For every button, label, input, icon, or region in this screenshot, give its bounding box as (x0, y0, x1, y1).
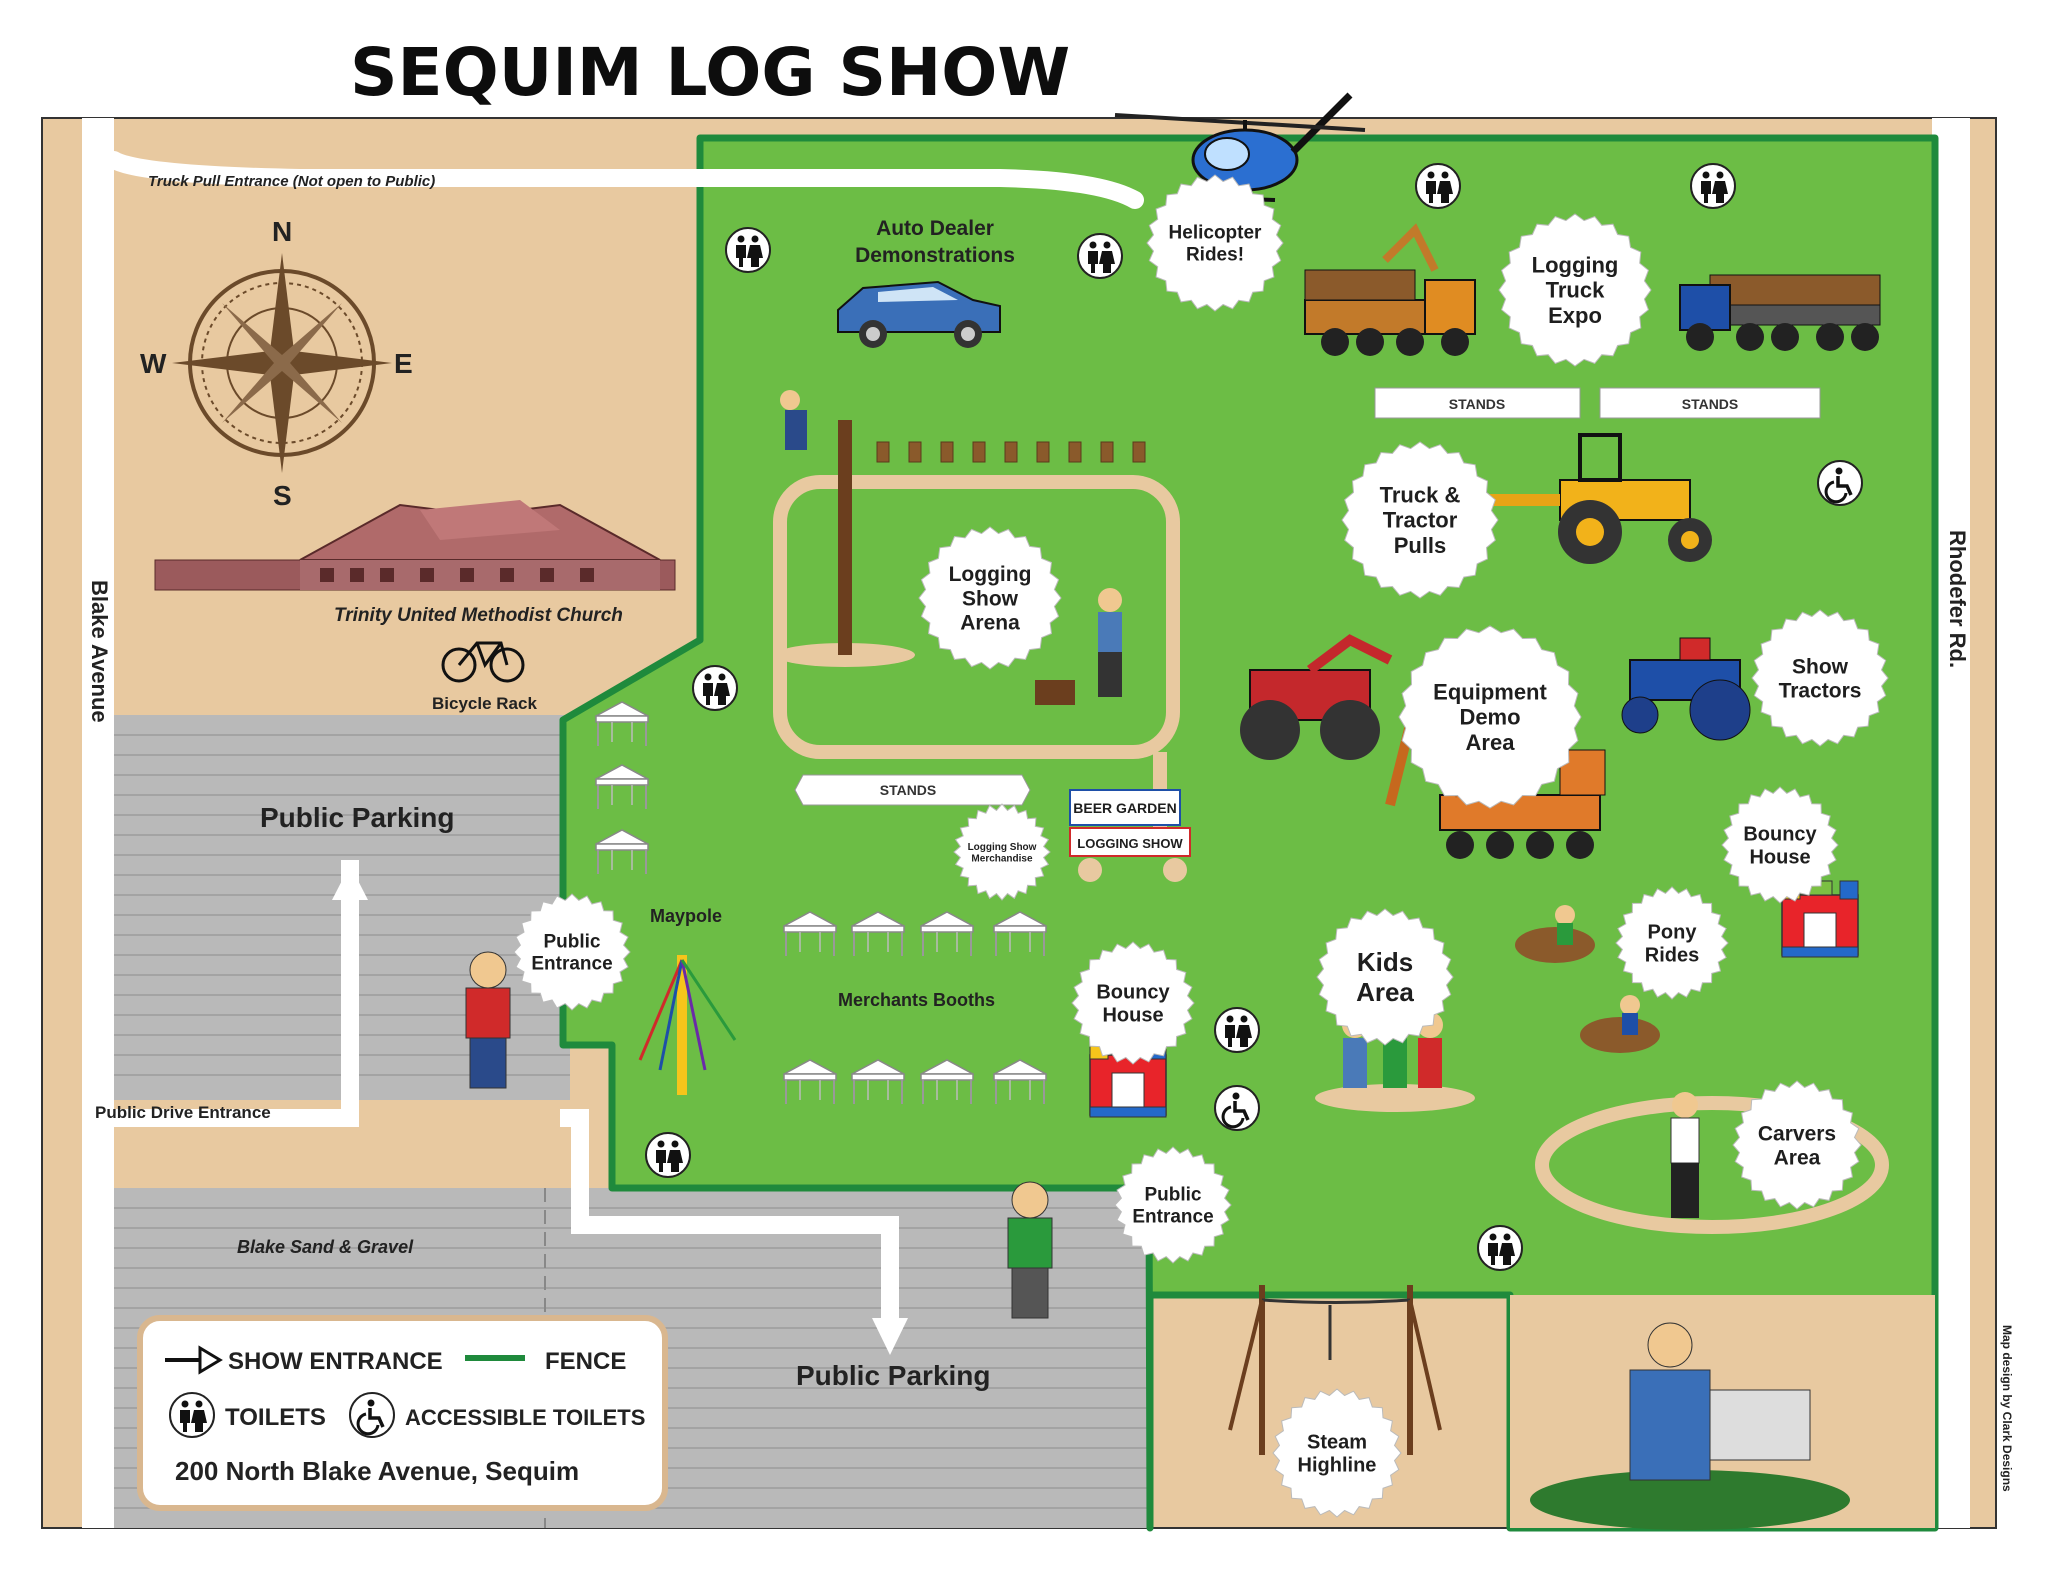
helicopter-icon (1114, 92, 1366, 202)
compass-n: N (272, 216, 292, 247)
carvers-track (1535, 1096, 1889, 1234)
bicycle-rack-label: Bicycle Rack (432, 694, 537, 713)
public-parking-label-2: Public Parking (796, 1360, 991, 1391)
stands-label-2: STANDS (1682, 396, 1739, 412)
church-icon (154, 500, 676, 591)
lumberjack-icon (1007, 1181, 1053, 1319)
lumberjack-icon (1670, 1092, 1700, 1218)
compass-icon: N S E W (140, 216, 413, 511)
accessible-icon (348, 1391, 396, 1439)
stands-1: STANDS (1374, 387, 1581, 419)
blake-avenue-label: Blake Avenue (87, 580, 112, 723)
legend-show-entrance: SHOW ENTRANCE (228, 1348, 443, 1375)
farmer-sprinkler-icon (1530, 1322, 1850, 1530)
beer-garden-label: BEER GARDEN (1073, 800, 1176, 816)
stands-2: STANDS (1599, 387, 1821, 419)
compass-w: W (140, 348, 167, 379)
compass-s: S (273, 480, 292, 511)
stands-3: STANDS (794, 774, 1031, 806)
truck-pull-label: Truck Pull Entrance (Not open to Public) (148, 173, 435, 190)
steam-highline (1228, 1285, 1442, 1455)
legend-accessible: ACCESSIBLE TOILETS (405, 1405, 645, 1430)
legend-toilets: TOILETS (225, 1404, 326, 1431)
pole-climber (775, 390, 915, 667)
legend-address: 200 North Blake Avenue, Sequim (175, 1456, 579, 1486)
kids-area-ground (1315, 1084, 1475, 1112)
car-icon (837, 280, 1001, 348)
credit-label: Map design by Clark Designs (2000, 1325, 2014, 1492)
arrow-icon (872, 1318, 908, 1355)
maypole-icon (638, 955, 737, 1095)
public-drive-label: Public Drive Entrance (95, 1103, 271, 1122)
logging-truck-icon (1679, 274, 1881, 351)
lumberjack-icon (465, 951, 511, 1089)
toilet-icon (169, 1392, 215, 1438)
pony-icon (1515, 905, 1595, 963)
logging-show-sign-label: LOGGING SHOW (1077, 836, 1183, 851)
logging-truck-icon (1304, 223, 1476, 356)
legend-box: SHOW ENTRANCE FENCE TOILETS ACCESSIBLE T… (137, 1315, 668, 1511)
truck-pull-road (105, 151, 1144, 209)
church-label: Trinity United Methodist Church (334, 605, 623, 626)
tractor-icon (1621, 637, 1751, 741)
stumps-row (876, 441, 1146, 463)
legend-fence: FENCE (545, 1348, 626, 1375)
stands-label-1: STANDS (1449, 396, 1506, 412)
blake-avenue-road (82, 118, 114, 1528)
pony-icon (1580, 995, 1660, 1053)
logging-arena-track (773, 475, 1180, 759)
public-parking-label-1: Public Parking (260, 802, 455, 833)
exit-road (560, 1109, 899, 1330)
lumberjack-icon (1035, 588, 1122, 705)
arrow-icon (165, 1345, 223, 1375)
arrow-icon (332, 865, 368, 900)
excavator-icon (1240, 634, 1393, 760)
map-title: SEQUIM LOG SHOW (350, 34, 1070, 111)
rhodefer-label: Rhodefer Rd. (1945, 530, 1970, 668)
stands-label-3: STANDS (880, 782, 937, 798)
sand-gravel-label: Blake Sand & Gravel (237, 1237, 414, 1257)
maypole-label: Maypole (650, 906, 722, 926)
compass-e: E (394, 348, 413, 379)
bicycle-icon (441, 641, 525, 683)
merchants-label: Merchants Booths (838, 990, 995, 1010)
beer-garden: BEER GARDEN LOGGING SHOW (1069, 789, 1191, 882)
public-drive-road (114, 860, 359, 1127)
